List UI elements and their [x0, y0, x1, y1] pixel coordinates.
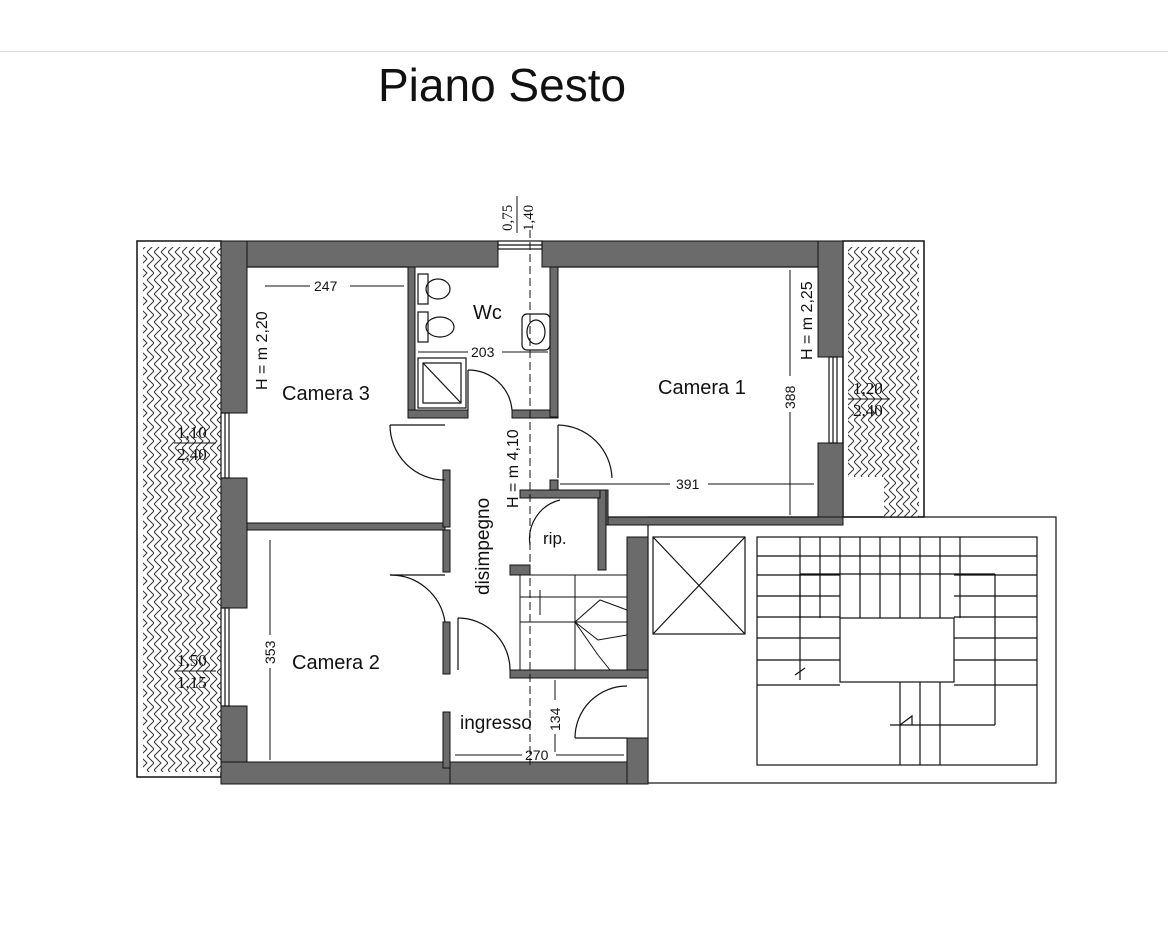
room-outlines	[247, 266, 818, 518]
wc-fixtures	[417, 273, 551, 409]
terrace-left	[136, 240, 222, 778]
building-core	[647, 516, 1057, 784]
internal-stair	[519, 574, 628, 671]
dimension-ingresso-depth: 134	[547, 707, 563, 731]
room-label-disimpegno: disimpegno	[473, 498, 494, 595]
room-label-camera-1: Camera 1	[658, 377, 746, 399]
window-wc-top: 0,75	[500, 205, 516, 231]
room-label-wc: Wc	[473, 302, 502, 324]
window-label-wc: 0,75 1,40	[500, 196, 537, 233]
window-camera-3-top: 1,10	[177, 423, 207, 442]
walls	[220, 240, 844, 785]
room-label-camera-2: Camera 2	[292, 652, 380, 674]
windows	[220, 240, 838, 707]
height-label-disimpegno: H = m 4,10	[505, 429, 522, 508]
terrace-right	[842, 240, 925, 518]
dimension-camera-1-depth: 388	[782, 385, 798, 409]
window-wc-bottom: 1,40	[521, 205, 537, 231]
room-label-camera-3: Camera 3	[282, 383, 370, 405]
window-label-camera-3: 1,10 2,40	[174, 423, 216, 464]
page-divider	[0, 51, 1168, 52]
dimension-lines	[265, 270, 814, 760]
window-label-camera-2: 1,50 1,15	[174, 651, 216, 692]
height-label-camera-3: H = m 2,20	[254, 311, 271, 390]
doors	[389, 369, 628, 739]
room-label-ingresso: ingresso	[460, 713, 532, 734]
height-label-camera-1: H = m 2,25	[799, 281, 816, 360]
window-camera-2-bottom: 1,15	[177, 673, 207, 692]
dimension-camera-1-width: 391	[676, 476, 700, 492]
room-label-ripostiglio: rip.	[543, 529, 567, 548]
dimension-camera-3-width: 247	[314, 278, 338, 294]
window-camera-1-bottom: 2,40	[853, 401, 883, 420]
dimension-camera-2-depth: 353	[262, 640, 278, 664]
window-camera-2-top: 1,50	[177, 651, 207, 670]
window-camera-3-bottom: 2,40	[177, 445, 207, 464]
dimension-ingresso-width: 270	[525, 747, 549, 763]
window-label-camera-1: 1,20 2,40	[848, 379, 890, 420]
plan-title: Piano Sesto	[378, 59, 627, 111]
dimension-wc-width: 203	[471, 344, 495, 360]
window-camera-1-top: 1,20	[853, 379, 883, 398]
